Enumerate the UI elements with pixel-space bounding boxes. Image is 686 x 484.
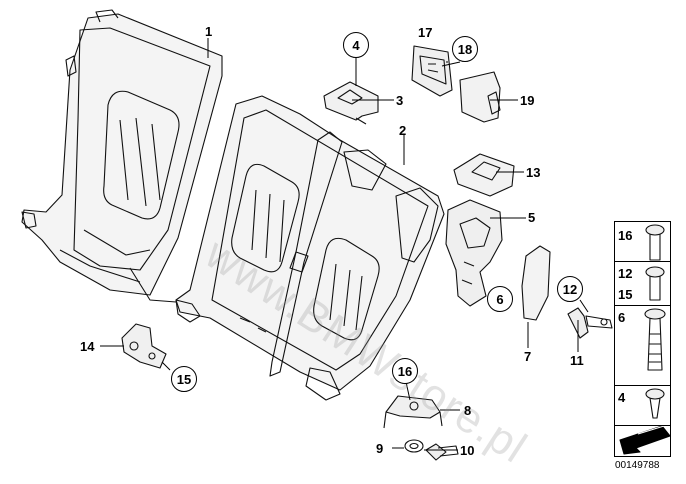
legend-label-16: 16 [618,228,633,243]
legend-label-15: 15 [618,287,633,302]
callout-15-circled: 15 [171,366,197,392]
part-9-washer [404,439,424,453]
callout-10: 10 [460,443,475,458]
part-10-bolt [425,443,459,461]
part-8-bracket [383,395,443,429]
callout-7: 7 [524,349,532,364]
legend-cell-12-15 [615,262,670,306]
legend-label-12: 12 [618,266,633,281]
callout-4-circled: 4 [343,32,369,58]
part-4-cover [323,81,379,125]
part-14-bracket [121,323,167,369]
callout-6-circled: 6 [487,286,513,312]
callout-17: 17 [418,25,433,40]
part-19-cover [459,71,501,123]
callout-5: 5 [528,210,536,225]
callout-9: 9 [376,441,384,456]
callout-11: 11 [570,353,584,368]
part-13-cover [453,153,515,197]
part-5-lock [445,199,503,307]
legend-screws [644,224,666,419]
callout-12-circled: 12 [557,276,583,302]
right-backrest-frame [175,95,445,401]
left-backrest-frame [21,9,223,303]
fastener-legend: 16 12 15 6 4 [614,221,671,457]
callout-2: 2 [399,123,407,138]
callout-16-circled: 16 [392,358,418,384]
callout-19: 19 [520,93,535,108]
leader-lines [100,38,589,451]
legend-label-6: 6 [618,310,626,325]
legend-cell-6 [615,306,670,386]
callout-18-circled: 18 [452,36,478,62]
diagram-reference-number: 00149788 [615,460,660,471]
part-11-bracket [567,307,613,339]
callout-3: 3 [396,93,404,108]
callout-1: 1 [205,24,213,39]
part-7-pad [521,245,551,321]
callout-13: 13 [526,165,541,180]
part-17-bracket [411,45,453,97]
legend-cell-4 [615,386,670,426]
legend-label-4: 4 [618,390,626,405]
callout-14: 14 [80,339,95,354]
legend-cell-16 [615,222,670,262]
callout-8: 8 [464,403,472,418]
legend-arrow-icon [619,425,671,455]
